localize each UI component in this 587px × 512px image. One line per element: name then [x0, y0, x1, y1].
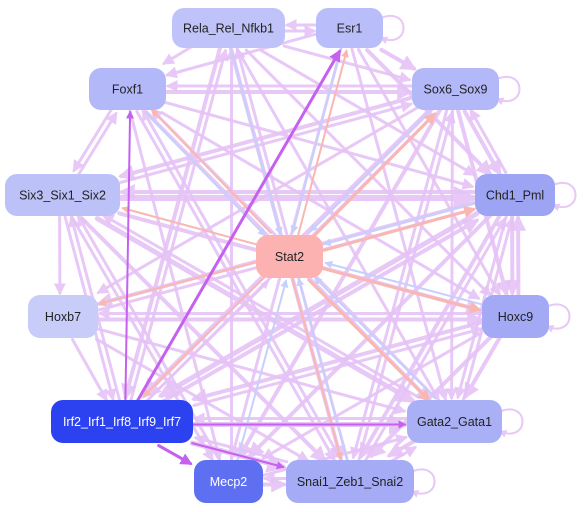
edge-irf-to-stat2	[144, 280, 269, 404]
edge-chd1-to-chd1	[551, 182, 577, 212]
edge-hoxb7-to-irf	[71, 338, 108, 402]
edge-foxf1-to-chd1	[163, 100, 475, 190]
node-box-snai1[interactable]	[286, 460, 414, 503]
edge-stat2-to-snai1	[291, 277, 344, 461]
node-mecp2[interactable]: Mecp2	[194, 460, 263, 503]
edge-mecp2-to-stat2	[236, 279, 289, 462]
edge-sox6-to-chd1	[462, 109, 502, 177]
node-box-foxf1[interactable]	[89, 68, 166, 110]
edge-sox6-to-mecp2	[237, 106, 443, 460]
edge-irf-to-foxf1	[124, 110, 134, 401]
edge-gata2-to-gata2	[498, 408, 524, 438]
node-hoxc9[interactable]: Hoxc9	[482, 295, 549, 338]
edge-hoxc9-to-stat2	[324, 260, 484, 306]
node-label-snai1: Snai1_Zeb1_Snai2	[297, 475, 403, 489]
edge-sox6-to-six3	[118, 95, 414, 181]
node-label-irf: Irf2_Irf1_Irf8_Irf9_Irf7	[63, 415, 181, 429]
edge-gata2-to-snai1	[386, 438, 418, 458]
edge-six3-to-foxf1	[76, 111, 118, 178]
edge-gata2-to-stat2	[313, 276, 437, 399]
node-label-stat2: Stat2	[275, 250, 304, 264]
node-label-rela: Rela_Rel_Nfkb1	[183, 22, 274, 36]
node-box-mecp2[interactable]	[194, 460, 263, 503]
node-box-sox6[interactable]	[412, 68, 499, 110]
edge-sox6-to-hoxb7	[96, 105, 420, 294]
node-box-hoxb7[interactable]	[28, 295, 98, 338]
node-hoxb7[interactable]: Hoxb7	[28, 295, 98, 338]
edge-sox6-to-stat2	[309, 106, 434, 233]
edge-irf-to-esr1	[135, 49, 341, 403]
edge-six3-to-sox6	[119, 100, 414, 184]
edge-stat2-to-irf	[142, 274, 267, 398]
edge-stat2-to-chd1	[322, 206, 477, 252]
edge-sox6-to-sox6	[495, 76, 521, 106]
edge-chd1-to-stat2	[322, 202, 476, 247]
edge-snai1-to-sox6	[357, 110, 456, 463]
edge-esr1-to-sox6	[379, 47, 417, 71]
node-snai1[interactable]: Snai1_Zeb1_Snai2	[286, 460, 414, 503]
node-label-mecp2: Mecp2	[210, 475, 248, 489]
edge-snai1-to-snai1	[410, 468, 436, 498]
node-label-hoxc9: Hoxc9	[498, 310, 533, 324]
node-sox6[interactable]: Sox6_Sox9	[412, 68, 499, 110]
node-label-chd1: Chd1_Pml	[486, 189, 544, 203]
edge-hoxc9-to-irf	[191, 320, 484, 404]
edge-mecp2-to-six3	[76, 214, 221, 460]
edge-hoxc9-to-gata2	[463, 334, 503, 400]
node-chd1[interactable]: Chd1_Pml	[475, 174, 555, 216]
edge-rela-to-foxf1	[161, 43, 196, 65]
node-box-esr1[interactable]	[316, 8, 383, 48]
edge-stat2-to-sox6	[311, 112, 437, 239]
node-gata2[interactable]: Gata2_Gata1	[407, 400, 502, 443]
edge-hoxc9-to-mecp2	[261, 331, 482, 460]
node-box-chd1[interactable]	[475, 174, 555, 216]
edge-gata2-to-six3	[101, 213, 421, 399]
edge-chd1-to-irf	[157, 210, 480, 398]
node-irf[interactable]: Irf2_Irf1_Irf8_Irf9_Irf7	[51, 400, 193, 443]
edge-rela-to-stat2	[229, 47, 283, 236]
node-label-hoxb7: Hoxb7	[45, 310, 81, 324]
node-box-hoxc9[interactable]	[482, 295, 549, 338]
node-box-rela[interactable]	[172, 8, 285, 48]
edge-irf-to-chd1	[158, 218, 480, 405]
node-label-foxf1: Foxf1	[112, 83, 143, 97]
edge-chd1-to-sox6	[469, 108, 508, 174]
edge-foxf1-to-hoxc9	[160, 111, 481, 300]
edge-stat2-to-six3	[121, 206, 258, 246]
node-box-six3[interactable]	[5, 174, 120, 216]
node-box-irf[interactable]	[51, 400, 193, 443]
edge-foxf1-to-six3	[72, 106, 114, 173]
edge-stat2-to-esr1	[297, 49, 349, 237]
node-foxf1[interactable]: Foxf1	[89, 68, 166, 110]
node-rela[interactable]: Rela_Rel_Nfkb1	[172, 8, 285, 48]
edge-hoxb7-to-gata2	[95, 327, 407, 415]
node-stat2[interactable]: Stat2	[256, 235, 323, 278]
edge-irf-to-hoxc9	[192, 325, 484, 407]
edge-esr1-to-esr1	[379, 15, 405, 45]
edge-esr1-to-stat2	[290, 46, 343, 234]
node-label-esr1: Esr1	[337, 22, 363, 36]
node-six3[interactable]: Six3_Six1_Six2	[5, 174, 120, 216]
node-box-gata2[interactable]	[407, 400, 502, 443]
edge-irf-to-mecp2	[157, 444, 193, 466]
edge-stat2-to-hoxb7	[97, 261, 257, 307]
edge-stat2-to-gata2	[307, 278, 431, 402]
edge-hoxc9-to-hoxc9	[545, 303, 571, 333]
node-label-gata2: Gata2_Gata1	[417, 415, 492, 429]
node-box-stat2[interactable]	[256, 235, 323, 278]
edge-stat2-to-hoxc9	[320, 266, 482, 314]
node-esr1[interactable]: Esr1	[316, 8, 383, 48]
edge-layer	[53, 15, 577, 498]
edge-snai1-to-stat2	[296, 277, 349, 461]
node-label-six3: Six3_Six1_Six2	[19, 189, 106, 203]
edge-stat2-to-foxf1	[150, 108, 272, 234]
edge-snai1-to-foxf1	[141, 108, 342, 460]
node-label-sox6: Sox6_Sox9	[424, 83, 488, 97]
edge-irf-to-snai1	[191, 442, 285, 470]
